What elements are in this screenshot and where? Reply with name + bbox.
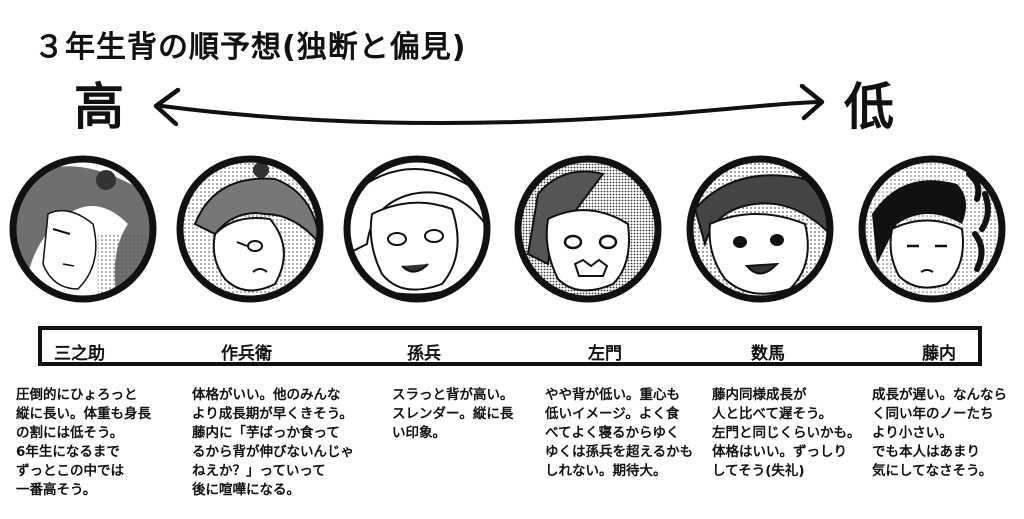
page-title: ３年生背の順予想(独断と偏見): [34, 30, 467, 65]
portrait-sannosuke: [8, 154, 158, 304]
character-description: 体格がいい。他のみんな より成長期が早くきそう。 藤内に「芋ばっか食って るから…: [192, 387, 354, 498]
character-name: 藤内: [922, 344, 956, 364]
scale-label-low: 低: [844, 77, 894, 136]
character-name: 作兵衛: [221, 344, 272, 364]
portrait-magohei: [342, 154, 492, 304]
character-description: 成長が遅い。なんなら く同い年のノーたち より小さい。 でも本人はあまり 気にし…: [872, 387, 1007, 479]
double-arrow-icon: [153, 84, 825, 127]
character-name: 左門: [588, 344, 622, 364]
character-description: スラっと背が高い。 スレンダー。縦に長 い印象。: [392, 387, 514, 441]
character-description: やや背が低い。重心も 低いイメージ。よく食 べてよく寝るからゆく ゆくは孫兵を超…: [545, 387, 694, 479]
character-name: 孫兵: [407, 344, 441, 364]
character-name: 三之助: [54, 344, 105, 364]
scale-label-high: 高: [74, 77, 124, 136]
character-name: 数馬: [751, 344, 785, 364]
character-description: 藤内同様成長が 人と比べて遅そう。 左門と同じくらいかも。 体格はいい。ずっしり…: [712, 387, 861, 479]
portrait-tounai: [857, 154, 1007, 304]
portrait-kazuma: [685, 154, 835, 304]
names-bar: [38, 326, 982, 366]
portrait-samon: [513, 154, 663, 304]
character-description: 圧倒的にひょろっと 縦に長い。体重も身長 の割には低そう。 6年生になるまで ず…: [16, 387, 151, 498]
portrait-sakubei: [175, 154, 325, 304]
